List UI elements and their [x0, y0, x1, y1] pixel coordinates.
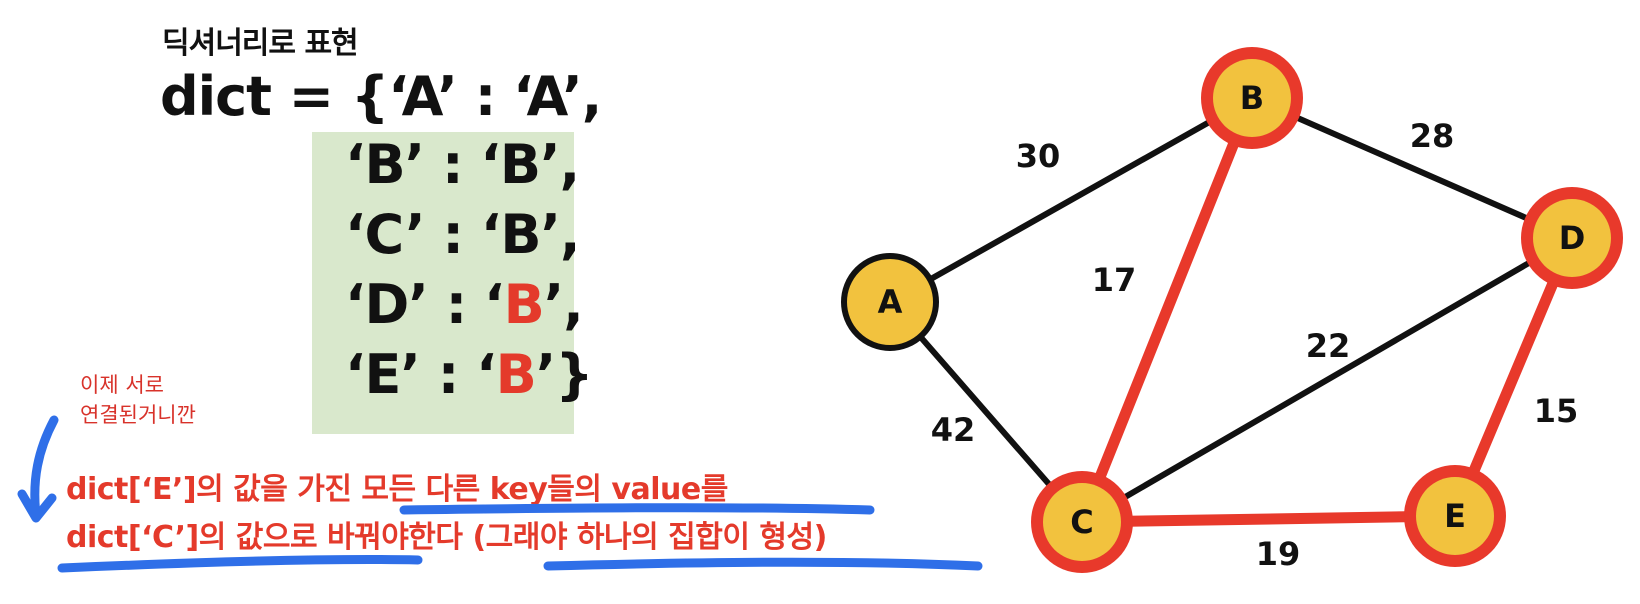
edge-C-E: [1076, 510, 1461, 528]
node-label: A: [878, 283, 903, 321]
pen-underline-1: [399, 503, 875, 515]
code-key: ‘D’ : ‘: [345, 273, 505, 336]
code-key: ‘E’ : ‘: [345, 343, 497, 406]
pen-arrow: [30, 415, 59, 520]
edge-weight-label: 15: [1534, 392, 1579, 430]
pen-arrowhead: [17, 489, 57, 523]
note-line-1: 이제 서로: [80, 373, 164, 397]
node-circle: [1213, 59, 1291, 137]
code-tail: ’,: [540, 203, 581, 266]
code-row-c: ‘C’ : ‘B’,: [345, 208, 581, 262]
node-D: D: [1521, 187, 1623, 289]
code-key: ‘B’ : ‘: [345, 133, 501, 196]
subtitle: 딕셔너리로 표현: [162, 26, 359, 61]
edge-B-C: [1076, 92, 1258, 528]
node-label: B: [1240, 79, 1264, 117]
edge-weight-label: 42: [931, 411, 976, 449]
node-B: B: [1201, 47, 1303, 149]
note-line-2: 연결된거니깐: [80, 403, 196, 427]
edge-C-D: [1079, 235, 1575, 525]
edge-weight-label: 17: [1092, 261, 1137, 299]
node-circle: [1043, 483, 1121, 561]
pen-underline-3: [543, 557, 983, 571]
node-label: D: [1559, 219, 1586, 257]
code-value: B: [499, 133, 541, 196]
edge-A-B: [887, 95, 1255, 305]
node-A: A: [841, 253, 939, 351]
edge-weight-label: 22: [1306, 327, 1351, 365]
node-circle: [841, 253, 939, 351]
code-key: ‘C’ : ‘: [345, 203, 501, 266]
edge-weight-label: 30: [1016, 137, 1061, 175]
instruction-line-1: dict[‘E’]의 값을 가진 모든 다른 key들의 value를: [66, 472, 728, 507]
node-label: E: [1444, 497, 1466, 535]
code-tail: ’}: [535, 343, 594, 406]
code-value-changed: B: [503, 273, 545, 336]
node-C: C: [1031, 471, 1133, 573]
code-tail: ’,: [540, 133, 580, 196]
code-value: B: [500, 203, 541, 266]
code-row-b: ‘B’ : ‘B’,: [345, 138, 580, 192]
code-tail: ’,: [543, 273, 584, 336]
code-first-line: dict = {‘A’ : ‘A’,: [160, 65, 602, 128]
edge-weight-label: 19: [1256, 535, 1301, 573]
pen-underline-2: [57, 554, 423, 573]
highlight-box: [312, 132, 574, 434]
edge-weight-label: 28: [1410, 117, 1455, 155]
instruction-line-2: dict[‘C’]의 값으로 바꿔야한다 (그래야 하나의 집합이 형성): [66, 520, 827, 555]
edge-B-D: [1249, 95, 1575, 241]
node-circle: [1533, 199, 1611, 277]
node-E: E: [1404, 465, 1506, 567]
code-row-e: ‘E’ : ‘B’}: [345, 348, 594, 402]
node-circle: [1416, 477, 1494, 555]
handwritten-note: 이제 서로 연결된거니깐: [80, 370, 196, 430]
node-label: C: [1070, 503, 1093, 541]
code-row-d: ‘D’ : ‘B’,: [345, 278, 584, 332]
code-value-changed: B: [495, 343, 537, 406]
